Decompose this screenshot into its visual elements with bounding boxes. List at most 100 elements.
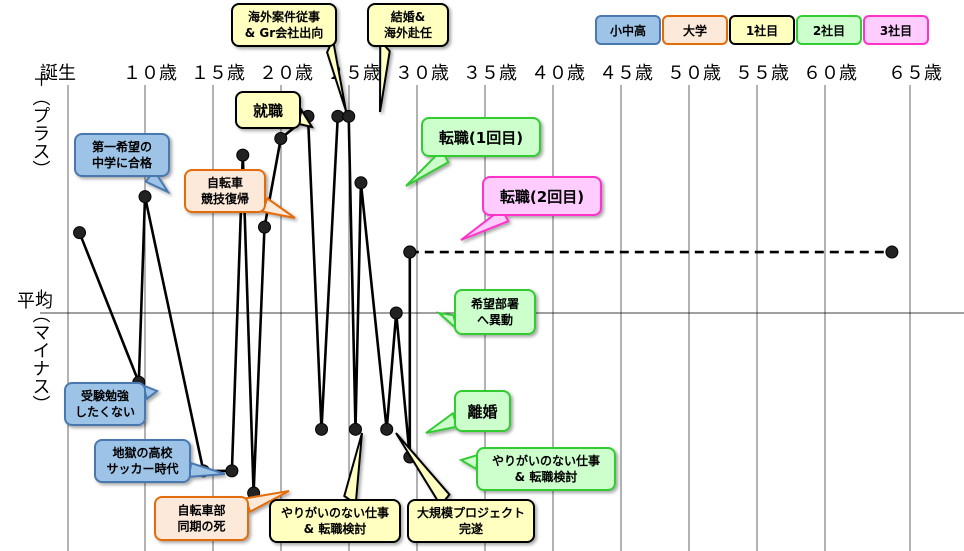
data-point <box>380 422 394 436</box>
age-tick-label: ３０歳 <box>395 63 449 84</box>
annotation-callout: 転職(2回目) <box>460 176 602 241</box>
data-point <box>315 422 329 436</box>
callout-box <box>476 447 616 491</box>
minus-label: －（マイナス） <box>30 287 51 413</box>
data-point <box>389 306 403 320</box>
callout-pointer <box>458 453 479 471</box>
callout-text: やりがいのない仕事 <box>281 505 389 520</box>
y-axis-labels: ＋（プラス） 平均 －（マイナス） <box>17 70 53 413</box>
legend-swatch <box>662 15 728 45</box>
data-point <box>274 131 288 145</box>
callout-box <box>367 3 449 47</box>
legend-swatch <box>729 15 795 45</box>
callout-box <box>231 3 337 47</box>
callout-box <box>482 176 602 216</box>
callout-text: 海外案件従事 <box>248 9 320 24</box>
plus-label: ＋（プラス） <box>30 70 51 178</box>
callout-text: 完遂 <box>459 521 483 536</box>
callout-text: やりがいのない仕事 <box>492 453 600 468</box>
age-tick-label: ５５歳 <box>735 63 789 84</box>
annotation-callout: 結婚&海外赴任 <box>367 3 449 113</box>
callout-box <box>235 91 301 129</box>
legend-swatch <box>595 15 661 45</box>
callout-text: 同期の死 <box>177 519 225 534</box>
legend-label: 2社目 <box>813 23 845 38</box>
age-tick-label: ３５歳 <box>463 63 517 84</box>
legend-label: 1社目 <box>746 23 778 38</box>
age-tick-label: ６０歳 <box>803 63 857 84</box>
callout-text: 希望部署 <box>470 296 519 311</box>
callout-box <box>269 499 401 543</box>
age-tick-label: １０歳 <box>123 63 177 84</box>
data-point <box>225 464 239 478</box>
data-point <box>258 220 272 234</box>
data-point <box>342 109 356 123</box>
annotation-callout: 離婚 <box>425 390 511 434</box>
legend-item: 1社目 <box>729 15 795 45</box>
data-point <box>138 190 152 204</box>
callout-pointer <box>343 432 363 506</box>
age-tick-label: 誕生 <box>40 63 76 84</box>
annotation-callout: 就職 <box>235 91 315 129</box>
data-point <box>403 245 417 259</box>
callout-pointer <box>425 411 459 434</box>
callout-text: 第一希望の <box>92 139 152 154</box>
age-tick-label: ４０歳 <box>531 63 585 84</box>
data-point <box>331 109 345 123</box>
data-point <box>236 148 250 162</box>
callout-text: 自転車部 <box>177 503 225 518</box>
annotations: 第一希望の中学に合格受験勉強したくない地獄の高校サッカー時代自転車競技復帰自転車… <box>64 3 616 543</box>
legend: 小中高 大学 1社目 2社目 3社目 <box>595 15 929 45</box>
annotation-callout: 転職(1回目) <box>405 117 541 187</box>
callout-text: 転職(1回目) <box>439 129 523 147</box>
callout-text: 結婚& <box>391 9 425 24</box>
legend-item: 3社目 <box>863 15 929 45</box>
legend-label: 3社目 <box>880 23 912 38</box>
age-tick-label: ６５歳 <box>888 63 942 84</box>
legend-item: 大学 <box>662 15 728 45</box>
callout-text: & Gr会社出向 <box>245 25 323 40</box>
data-point <box>885 245 899 259</box>
callout-box <box>454 390 511 432</box>
callout-box <box>184 169 266 213</box>
legend-label: 大学 <box>683 23 707 38</box>
callout-text: 転職(2回目) <box>500 188 584 206</box>
callout-box <box>407 499 535 543</box>
age-tick-label: ４５歳 <box>599 63 653 84</box>
annotation-callout: やりがいのない仕事& 転職検討 <box>269 432 401 543</box>
callout-box <box>454 289 536 335</box>
callout-text: したくない <box>75 405 135 419</box>
callout-text: 就職 <box>253 102 283 120</box>
callout-pointer <box>395 432 451 508</box>
legend-swatch <box>863 15 929 45</box>
callout-text: & 転職検討 <box>304 521 367 536</box>
legend-item: 2社目 <box>796 15 862 45</box>
average-label: 平均 <box>17 291 53 312</box>
data-point <box>348 422 362 436</box>
callout-text: サッカー時代 <box>106 461 178 476</box>
callout-pointer <box>379 38 391 113</box>
callout-text: 大規模プロジェクト <box>417 505 525 520</box>
data-point <box>73 226 87 240</box>
callout-box <box>64 382 146 426</box>
callout-text: 自転車 <box>207 175 243 190</box>
age-tick-label: ５０歳 <box>667 63 721 84</box>
callout-text: へ異動 <box>477 312 513 327</box>
callout-text: & 転職検討 <box>515 469 578 484</box>
callout-text: 海外赴任 <box>384 25 432 40</box>
data-point <box>354 176 368 190</box>
legend-swatch <box>796 15 862 45</box>
callout-box <box>421 117 541 157</box>
legend-label: 小中高 <box>610 23 646 38</box>
age-tick-label: １５歳 <box>191 63 245 84</box>
callout-box <box>94 439 191 483</box>
callout-text: 地獄の高校 <box>112 445 173 460</box>
annotation-callout: 海外案件従事& Gr会社出向 <box>231 3 347 112</box>
